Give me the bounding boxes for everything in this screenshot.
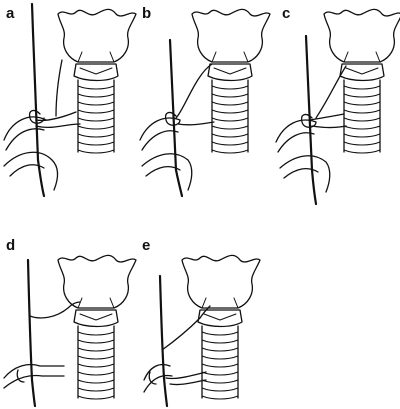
larynx-trachea-b	[191, 8, 271, 154]
panel-label-b: b	[142, 5, 151, 22]
larynx-trachea-d	[57, 254, 137, 400]
recurrent-nerve-c	[309, 113, 347, 129]
nonrecurrent-nerve-d	[29, 301, 81, 319]
vagus-nerve-c	[304, 34, 318, 206]
subclavian-artery-d	[3, 363, 65, 389]
larynx-trachea-c	[323, 8, 400, 154]
panel-e: e	[142, 237, 261, 408]
panel-label-e: e	[142, 237, 150, 254]
panel-c: c	[275, 5, 400, 206]
vagus-nerve-e	[158, 274, 169, 408]
subclavian-artery-e	[143, 363, 173, 393]
recurrent-nerve-a	[35, 111, 81, 129]
panel-label-c: c	[282, 5, 290, 22]
vagus-nerve-b	[168, 38, 184, 198]
recurrent-nerve-e	[165, 371, 207, 386]
panel-label-d: d	[6, 237, 15, 254]
subclavian-artery-a	[3, 109, 47, 151]
vagus-nerve-a	[30, 2, 46, 198]
panel-d: d	[3, 237, 137, 408]
panel-label-a: a	[6, 5, 15, 22]
vagus-nerve-d	[26, 258, 37, 408]
panel-b: b	[139, 5, 271, 198]
larynx-trachea-a	[57, 8, 137, 154]
larynx-trachea-e	[181, 254, 261, 400]
recurrent-nerve-b	[175, 63, 215, 126]
nonrecurrent-nerve-e	[161, 305, 211, 351]
panel-a: a	[3, 2, 137, 198]
